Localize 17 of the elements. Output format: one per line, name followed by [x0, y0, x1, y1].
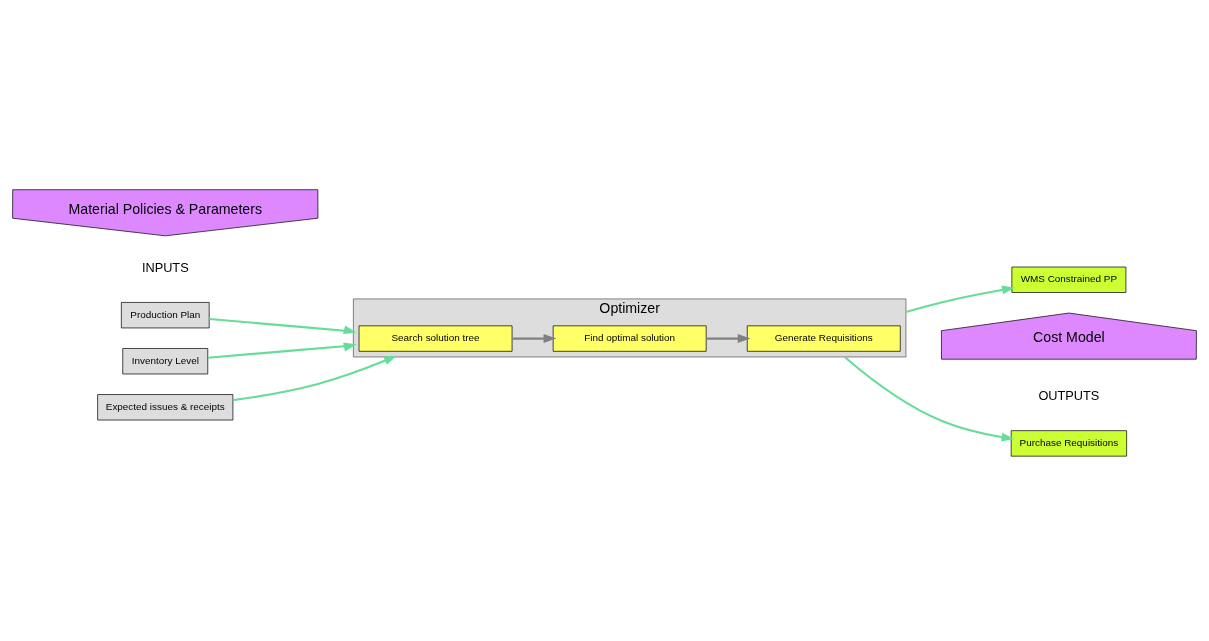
arrow — [706, 334, 751, 344]
node-box: Purchase Requisitions — [1010, 430, 1127, 457]
node-box: Search solution tree — [358, 325, 513, 352]
node-box: Find optimal solution — [552, 325, 707, 352]
arrow — [207, 342, 357, 359]
arrow — [844, 356, 1015, 442]
arrow — [512, 334, 557, 344]
node-box: WMS Constrained PP — [1011, 266, 1127, 293]
node-box: Expected issues & receipts — [97, 394, 234, 421]
arrow — [232, 355, 397, 402]
label: INPUTS — [141, 260, 189, 276]
node-box: Generate Requisitions — [746, 325, 901, 352]
node-box: Inventory Level — [122, 348, 209, 375]
arrow — [209, 317, 357, 335]
label: OUTPUTS — [1038, 388, 1100, 404]
arrow — [905, 285, 1015, 313]
node-box: Production Plan — [121, 302, 210, 329]
